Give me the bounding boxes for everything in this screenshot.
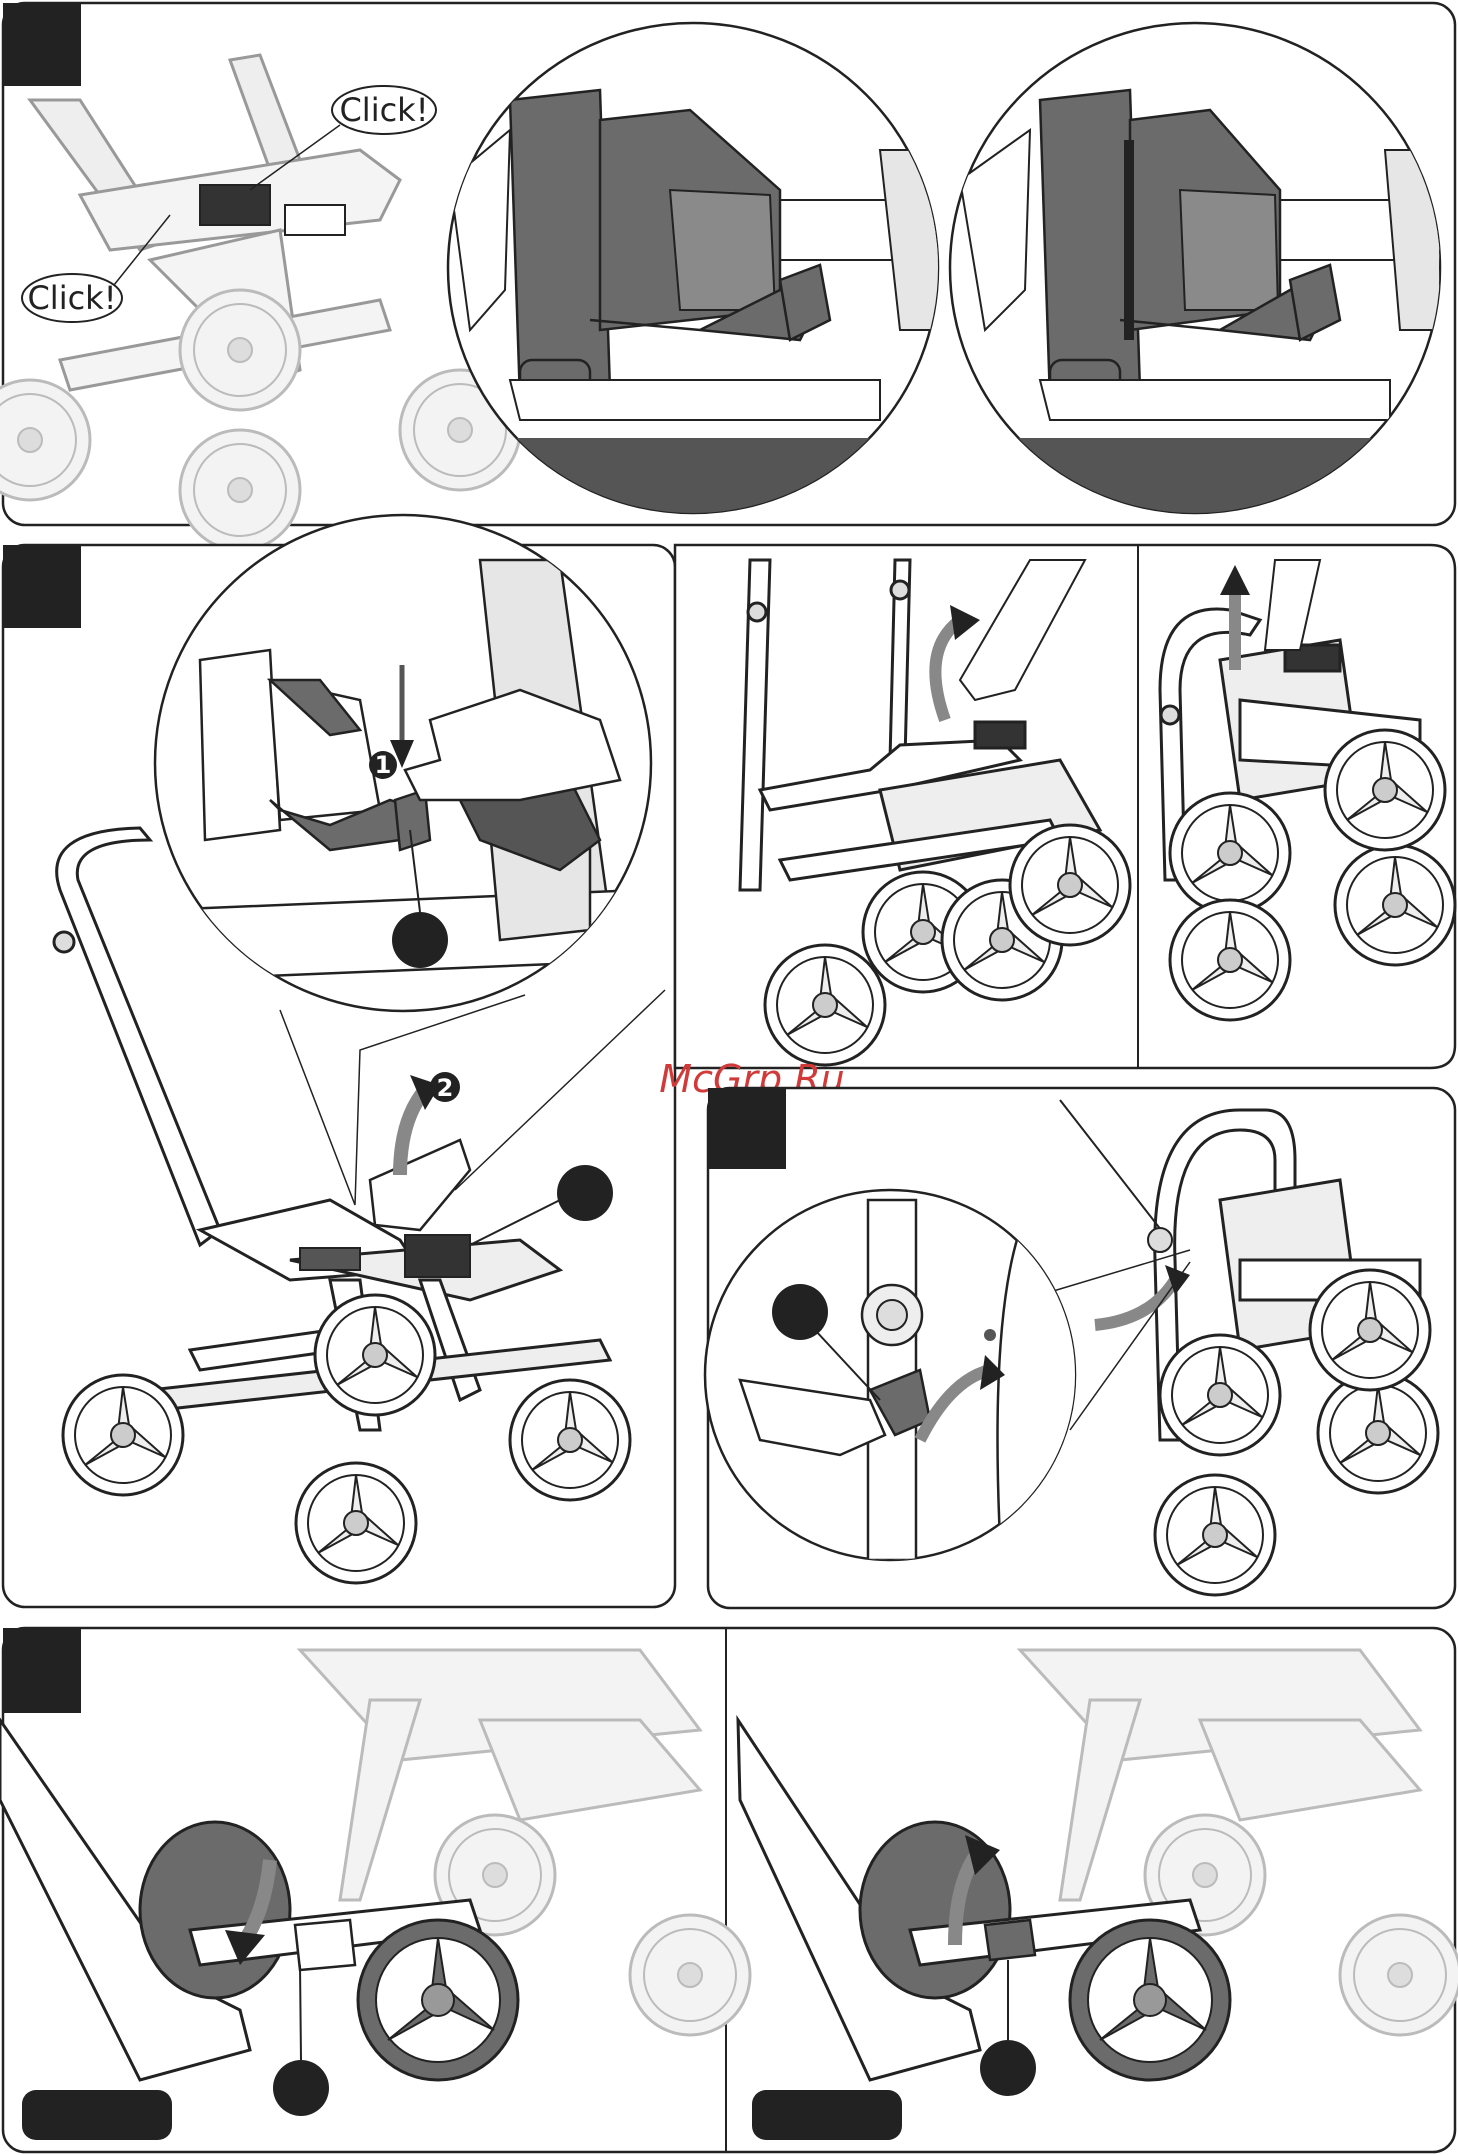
click-label-1: Click! <box>339 91 428 129</box>
brake-on-badge <box>22 2090 172 2140</box>
brake-off-badge <box>752 2090 902 2140</box>
detail-storage-lock <box>705 1190 1080 1560</box>
detail-fold-lock-press: 1 <box>155 515 651 1011</box>
step-badge-1 <box>3 3 80 85</box>
step-badge-4 <box>3 1628 80 1712</box>
panel-1: Click! Click! <box>0 3 1458 550</box>
part-label-dot <box>980 2040 1036 2096</box>
part-label-dot <box>557 1165 613 1221</box>
step-badge-3 <box>708 1088 785 1168</box>
step-badge-2 <box>3 545 80 627</box>
part-label-dot <box>392 912 448 968</box>
part-label-dot <box>772 1284 828 1340</box>
step-marker-1: 1 <box>375 751 392 779</box>
panel-4 <box>0 1628 1458 2152</box>
panel-2: 2 1 <box>3 515 675 1607</box>
step-marker-2: 2 <box>437 1074 454 1102</box>
panel-fold-sequence <box>675 545 1455 1068</box>
part-label-dot <box>273 2060 329 2116</box>
click-label-2: Click! <box>27 279 116 317</box>
panel-3 <box>705 1088 1455 1608</box>
